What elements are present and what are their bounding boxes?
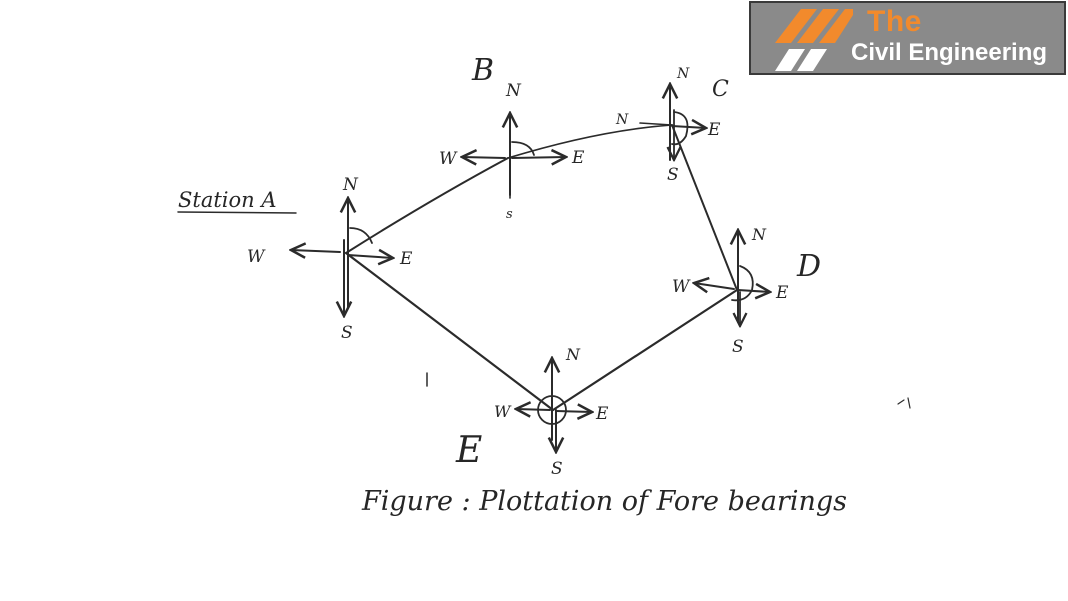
east-arrow-icon	[737, 290, 770, 292]
west-arrow-icon	[694, 283, 735, 289]
station-d-label: D	[796, 249, 821, 284]
east-arrow-icon	[555, 411, 592, 412]
east-label: E	[775, 283, 789, 303]
stray-mark	[897, 397, 911, 409]
east-label: E	[399, 249, 413, 269]
line-b-c	[507, 124, 673, 159]
west-arrow-icon	[516, 409, 551, 410]
east-arrow-icon	[511, 157, 566, 158]
bearing-arc-icon	[731, 265, 754, 302]
station-d-compass: N W E S D	[672, 225, 821, 357]
logo-title-line1: The	[867, 5, 922, 38]
west-label: W	[494, 402, 512, 421]
north-label: N	[342, 175, 359, 195]
north-label: N	[505, 81, 522, 101]
stray-marks	[426, 372, 911, 409]
line-e-a	[344, 251, 555, 412]
station-c-compass: N N E S C	[615, 66, 729, 185]
north-label: N	[565, 345, 581, 364]
east-label: E	[571, 148, 585, 168]
west-label: W	[247, 247, 266, 267]
south-label: S	[551, 459, 563, 479]
east-arrow-icon	[347, 255, 393, 258]
station-a-underline	[177, 211, 297, 214]
west-arrow-icon	[639, 122, 673, 126]
south-label: S	[667, 165, 679, 185]
logo-title-line2: Civil Engineering	[851, 39, 1048, 66]
east-label: E	[595, 404, 609, 424]
west-label: W	[672, 277, 691, 297]
west-label: W	[439, 149, 458, 169]
station-b-compass: N W E s B	[439, 53, 585, 222]
line-c-d	[671, 124, 738, 291]
station-c-label: C	[712, 77, 729, 102]
station-b-label: B	[471, 53, 494, 88]
west-label: N	[615, 112, 629, 128]
west-arrow-icon	[462, 157, 506, 158]
south-label: S	[341, 323, 353, 343]
station-e-compass: N W E S E	[455, 345, 609, 479]
bearing-arc-icon	[511, 141, 535, 156]
bearing-arc-icon	[671, 111, 689, 146]
south-label: S	[732, 337, 744, 357]
figure-caption: Figure : Plottation of Fore bearings	[361, 486, 847, 517]
north-label: N	[751, 225, 767, 244]
east-arrow-icon	[671, 126, 706, 128]
bearing-circle-icon	[537, 395, 567, 425]
brand-logo: The Civil Engineering	[749, 1, 1066, 75]
traverse-lines	[344, 124, 739, 412]
west-arrow-icon	[291, 250, 341, 252]
east-label: E	[707, 120, 721, 140]
station-e-label: E	[455, 430, 482, 471]
station-a-compass: N W E S Station A	[177, 175, 413, 343]
north-label: N	[676, 66, 690, 82]
station-a-label: Station A	[178, 188, 277, 212]
line-a-b	[345, 157, 509, 254]
line-d-e	[551, 288, 739, 412]
logo-stripes-icon	[775, 9, 853, 71]
bearing-arc-icon	[349, 227, 373, 244]
south-label: s	[506, 207, 513, 222]
